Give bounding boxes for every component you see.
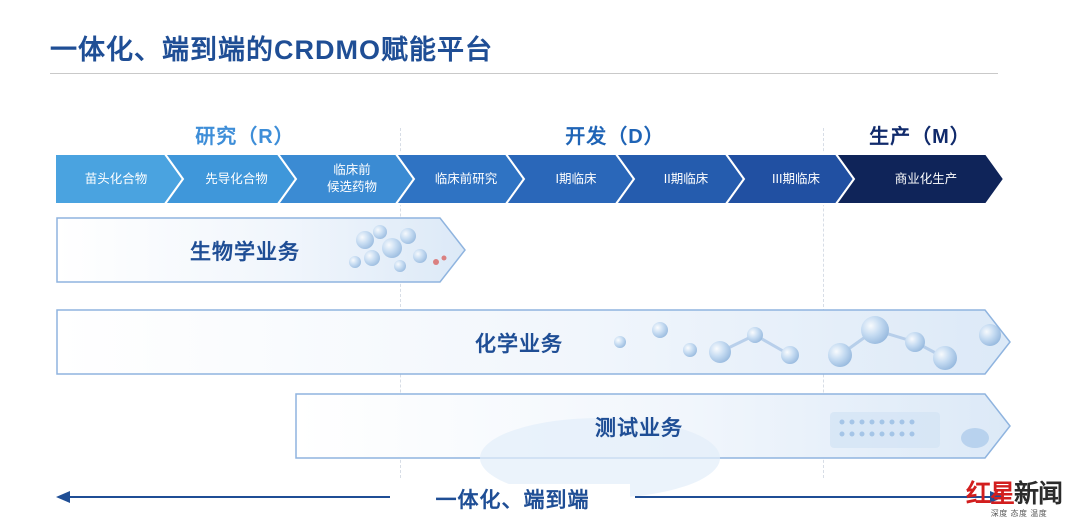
biology-business-label: 生物学业务 [190,241,300,264]
stage-label: 临床前研究 [434,171,498,186]
molecule-illustration [614,316,1001,370]
stage-label: 苗头化合物 [84,171,148,186]
stage-label: 先导化合物 [205,171,268,186]
title-divider [50,73,998,74]
stage-chevron [834,153,1006,205]
phase-research-label: 研究（R） [195,126,295,148]
logo-slogan: 深度 态度 温度 [990,509,1048,518]
phase-production-label: 生产（M） [869,126,971,148]
stage-label: 临床前 候选药物 [326,163,377,194]
protein-illustration [349,225,447,272]
chemistry-business-band [56,309,1011,375]
lab-illustration [480,412,989,498]
watermark-logo: 红星新闻 深度 态度 温度 [962,474,1074,524]
chemistry-business-label: 化学业务 [475,333,563,356]
integration-arrow [56,491,1004,503]
stage-label: II期临床 [663,171,709,186]
stage-label: III期临床 [772,171,820,186]
phase-divider-dm [823,128,824,478]
stage-label: 商业化生产 [894,171,958,186]
phase-divider-rd [400,128,401,478]
logo-text: 红星新闻 [966,479,1063,508]
integration-label: 一体化、端到端 [395,484,630,514]
stage-label: I期临床 [555,171,597,186]
phase-development-label: 开发（D） [565,126,665,148]
page-title: 一体化、端到端的CRDMO赋能平台 [50,35,493,65]
testing-business-label: 测试业务 [595,417,683,440]
